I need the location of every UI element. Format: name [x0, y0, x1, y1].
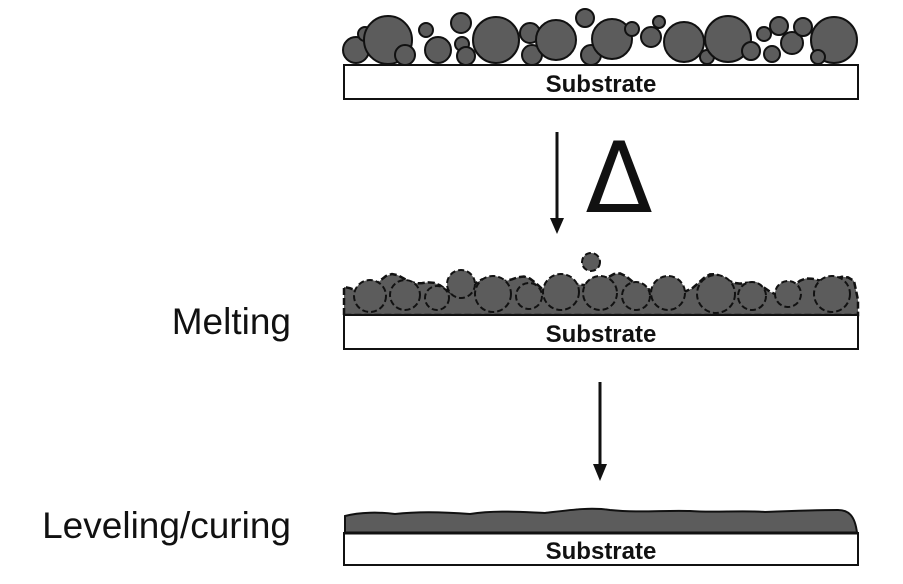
powder-particle: [418, 22, 434, 38]
powder-particle: [793, 17, 813, 37]
stage-powder: Substrate: [342, 8, 859, 100]
melting-particle: [446, 269, 476, 299]
powder-particle: [741, 41, 761, 61]
melting-particle: [424, 285, 450, 311]
melting-particle: [474, 275, 512, 313]
powder-particle: [394, 44, 416, 66]
delta-heat-symbol: Δ: [585, 122, 652, 236]
powder-particle: [472, 16, 520, 64]
melting-particle: [621, 281, 651, 311]
stage-label-leveling-curing: Leveling/curing: [42, 505, 291, 546]
powder-particle: [810, 49, 826, 65]
powder-particle: [663, 21, 705, 63]
melting-particle: [581, 252, 601, 272]
melting-particle: [813, 275, 851, 313]
substrate-label-3: Substrate: [546, 538, 657, 565]
stage-label-melting: Melting: [172, 301, 291, 342]
powder-particles: [342, 8, 858, 66]
powder-particle: [756, 26, 772, 42]
powder-particle: [624, 21, 640, 37]
cured-film-layer: [344, 507, 859, 534]
powder-particle: [640, 26, 662, 48]
substrate-1: [343, 64, 859, 100]
powder-particle: [575, 8, 595, 28]
melting-particle: [542, 273, 580, 311]
melting-particle: [774, 280, 802, 308]
melting-particle: [582, 275, 618, 311]
melting-particle: [696, 274, 736, 314]
powder-particle: [535, 19, 577, 61]
powder-particle: [763, 45, 781, 63]
powder-particle: [424, 36, 452, 64]
melting-particle: [515, 282, 543, 310]
melting-particle: [353, 279, 387, 313]
substrate-3: [343, 532, 859, 566]
melting-particle: [650, 275, 686, 311]
substrate-label-1: Substrate: [546, 71, 657, 98]
powder-particle: [652, 15, 666, 29]
powder-particle: [591, 18, 633, 60]
powder-particle: [780, 31, 804, 55]
melting-particle: [389, 279, 421, 311]
melting-particles: [353, 252, 851, 314]
substrate-2: [343, 314, 859, 350]
powder-particle: [769, 16, 789, 36]
process-arrow: [593, 382, 607, 481]
powder-particle: [704, 15, 752, 63]
powder-particle: [456, 46, 476, 66]
stage-leveling-curing: Substrate: [343, 507, 859, 566]
powder-particle: [450, 12, 472, 34]
substrate-label-2: Substrate: [546, 321, 657, 348]
heat-arrow: [550, 132, 564, 234]
stage-melting: Substrate: [342, 252, 860, 350]
melting-particle: [737, 281, 767, 311]
